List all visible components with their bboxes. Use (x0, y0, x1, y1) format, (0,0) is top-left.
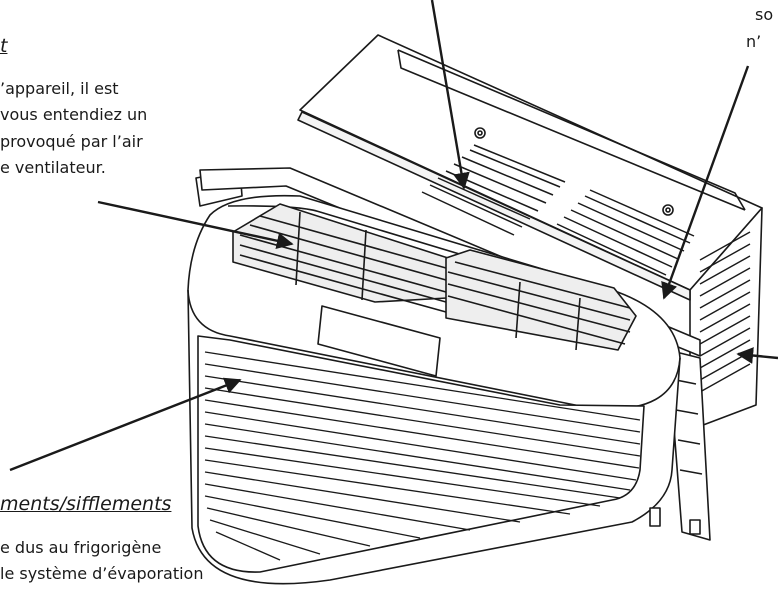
top-left-heading: t (0, 35, 8, 57)
foot-far-right (689, 519, 701, 535)
support-bar (199, 167, 701, 357)
leader-bottom-left (9, 377, 242, 472)
bottom-left-line-2: le système d’évaporation (0, 564, 204, 583)
top-left-line-4: e ventilateur. (0, 158, 106, 177)
leader-top-left (97, 200, 294, 250)
top-right-line-1: so (755, 5, 774, 24)
top-right-line-2: n’ (746, 32, 762, 51)
leader-top-right (661, 65, 750, 300)
top-left-line-1: ’appareil, il est (0, 79, 119, 98)
front-louvers (232, 203, 637, 351)
leader-top-center (430, 0, 470, 190)
top-vent-left (421, 144, 566, 236)
foot-right (649, 507, 661, 527)
rear-cabinet (297, 34, 763, 431)
right-side-curtain (667, 349, 711, 541)
display-panel (317, 305, 441, 377)
bottom-left-line-1: e dus au frigorigène (0, 538, 162, 557)
top-left-line-3: provoqué par l’air (0, 132, 143, 151)
side-louvers (699, 231, 751, 393)
leader-right (736, 347, 778, 364)
top-left-line-2: vous entendiez un (0, 105, 148, 124)
top-vent-right (556, 189, 695, 276)
front-intake-grille (197, 335, 645, 573)
bottom-left-heading: ments/sifflements (0, 493, 172, 515)
